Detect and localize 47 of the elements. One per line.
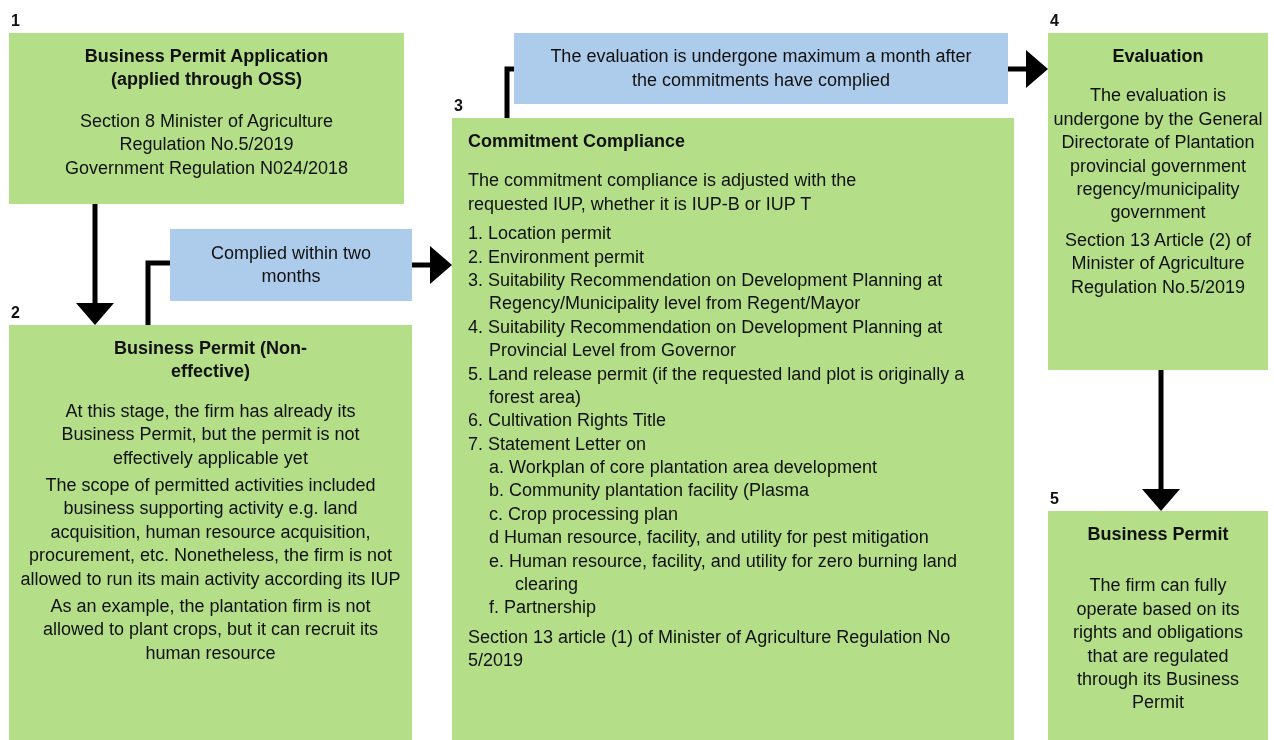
arrow bbox=[1008, 50, 1048, 88]
box-heading: Evaluation bbox=[1112, 45, 1204, 68]
box-heading: Business Permit (Non-effective) bbox=[112, 337, 308, 384]
box-heading: Commitment Compliance bbox=[468, 130, 687, 153]
note-text: Complied within two months bbox=[209, 241, 373, 288]
arrow bbox=[412, 246, 452, 284]
box-text: As an example, the plantation firm is not allowed to plant crops, but it can recruit its human resource bbox=[41, 594, 380, 665]
box-text: The commitment compliance is adjusted with the requested IUP, whether it is IUP-B or IUP T bbox=[468, 169, 858, 216]
list-item: 2. Environment permit bbox=[468, 245, 646, 269]
step-number: 2 bbox=[11, 305, 20, 321]
list-item: d Human resource, facility, and utility for pest mitigation bbox=[488, 526, 930, 550]
box-text: The firm can fully operate based on its rights and obligations that are regulated through its Business Permit bbox=[1071, 574, 1245, 715]
step-number: 1 bbox=[11, 13, 20, 29]
step-number: 3 bbox=[454, 98, 463, 114]
box-text: The evaluation is undergone by the General Directorate of Plantation provincial government regency/municipality government bbox=[1052, 84, 1264, 225]
box-heading: Business Permit Application (applied through OSS) bbox=[83, 45, 330, 92]
step-number: 4 bbox=[1050, 13, 1059, 29]
box-text: Section 8 Minister of Agriculture Regulation No.5/2019 bbox=[78, 109, 335, 157]
step-number: 5 bbox=[1050, 491, 1059, 507]
list-item: 6. Cultivation Rights Title bbox=[468, 409, 668, 433]
list-item: 1. Location permit bbox=[468, 222, 613, 246]
arrow bbox=[76, 204, 114, 325]
box-text: Government Regulation N024/2018 bbox=[64, 156, 349, 180]
list-item: 5. Land release permit (if the requested land plot is originally a forest area) bbox=[468, 362, 966, 409]
box-heading: Business Permit bbox=[1087, 523, 1229, 546]
process-box bbox=[9, 325, 412, 740]
process-box bbox=[1048, 511, 1268, 740]
box-text: At this stage, the firm has already its Business Permit, but the permit is not effectively applicable yet bbox=[60, 399, 361, 470]
connector-line bbox=[504, 66, 514, 118]
box-text: The scope of permitted activities included business supporting activity e.g. land acquisition, human resource acquisition, procurement, etc. Nonetheless, the firm is not allowed to run its main activity according its IUP bbox=[19, 473, 402, 591]
box-text: Section 13 Article (2) of Minister of Agriculture Regulation No.5/2019 bbox=[1063, 228, 1253, 299]
list-item: 3. Suitability Recommendation on Development Planning at Regency/Municipality level from Regent/Mayor bbox=[468, 268, 944, 316]
note-text: The evaluation is undergone maximum a month after the commitments have complied bbox=[549, 45, 973, 92]
list-item: 7. Statement Letter on bbox=[468, 432, 648, 456]
arrow bbox=[1142, 370, 1180, 511]
list-item: a. Workplan of core plantation area development bbox=[488, 456, 878, 480]
list-item: f. Partnership bbox=[488, 596, 598, 620]
list-item: b. Community plantation facility (Plasma bbox=[488, 479, 811, 503]
list-item: c. Crop processing plan bbox=[488, 502, 680, 526]
list-item: 4. Suitability Recommendation on Development Planning at Provincial Level from Governor bbox=[468, 315, 944, 363]
process-box bbox=[9, 33, 404, 204]
note-box bbox=[514, 33, 1008, 104]
note-box bbox=[170, 229, 412, 301]
box-text: Section 13 article (1) of Minister of Agriculture Regulation No 5/2019 bbox=[468, 625, 952, 673]
process-box bbox=[452, 118, 1014, 740]
process-box bbox=[1048, 33, 1268, 370]
connector-line bbox=[145, 260, 170, 325]
